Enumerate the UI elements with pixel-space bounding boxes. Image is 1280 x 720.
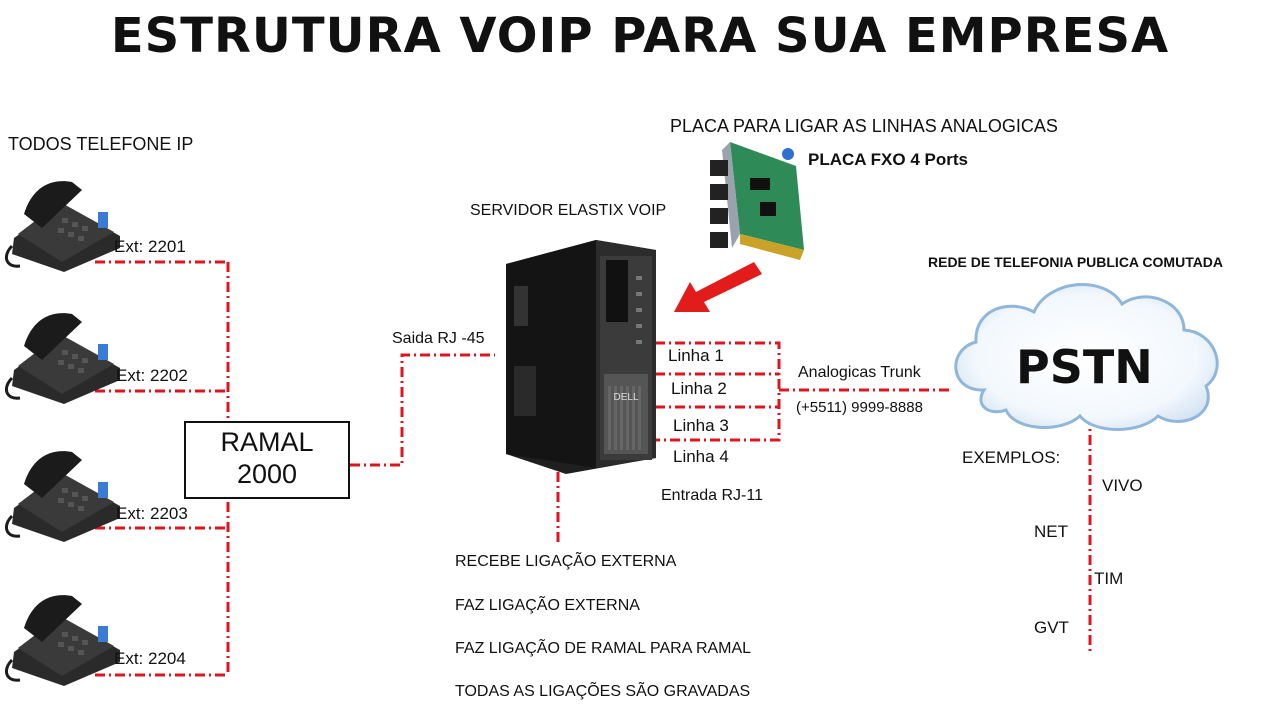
ip-phone-icon bbox=[4, 313, 120, 404]
line-label: Linha 2 bbox=[671, 379, 727, 398]
lines-box bbox=[655, 341, 781, 442]
rj45-label: Saida RJ -45 bbox=[392, 330, 485, 347]
extension-label: Ext: 2204 bbox=[114, 649, 186, 668]
ip-phone-icon bbox=[4, 181, 120, 272]
card-heading: PLACA PARA LIGAR AS LINHAS ANALOGICAS bbox=[670, 116, 1058, 136]
line-label: Linha 3 bbox=[673, 416, 729, 435]
carrier-label: VIVO bbox=[1102, 476, 1143, 495]
ramal-label: RAMAL bbox=[220, 427, 314, 457]
extension-label: Ext: 2203 bbox=[116, 504, 188, 523]
line-label: Linha 1 bbox=[668, 346, 724, 365]
link-ramal-server bbox=[350, 353, 495, 467]
server-tower-icon: DELL bbox=[506, 240, 656, 474]
phones-heading: TODOS TELEFONE IP bbox=[8, 134, 194, 154]
pstn-heading: REDE DE TELEFONIA PUBLICA COMUTADA bbox=[928, 254, 1224, 270]
feature-item: RECEBE LIGAÇÃO EXTERNA bbox=[455, 553, 677, 570]
server-label: SERVIDOR ELASTIX VOIP bbox=[470, 202, 667, 219]
ip-phone-icon bbox=[4, 595, 120, 686]
arrow-icon bbox=[674, 262, 762, 312]
ramal-number: 2000 bbox=[236, 459, 298, 489]
fxo-card-icon bbox=[710, 142, 804, 260]
server-brand: DELL bbox=[613, 392, 638, 403]
extension-label: Ext: 2202 bbox=[116, 366, 188, 385]
ip-phone-icon bbox=[4, 451, 120, 542]
carrier-label: NET bbox=[1034, 522, 1068, 541]
line-label: Linha 4 bbox=[673, 447, 729, 466]
extension-label: Ext: 2201 bbox=[114, 237, 186, 256]
pstn-cloud bbox=[954, 283, 1219, 431]
examples-label: EXEMPLOS: bbox=[962, 448, 1061, 467]
pstn-label: PSTN bbox=[1016, 340, 1153, 394]
rj11-label: Entrada RJ-11 bbox=[661, 487, 763, 504]
feature-item: FAZ LIGAÇÃO EXTERNA bbox=[455, 597, 640, 614]
carrier-label: GVT bbox=[1034, 618, 1069, 637]
card-name: PLACA FXO 4 Ports bbox=[808, 150, 968, 169]
trunk-label: Analogicas Trunk bbox=[798, 364, 921, 381]
ramal-box: RAMAL 2000 bbox=[184, 421, 350, 499]
trunk-number: (+5511) 9999-8888 bbox=[796, 399, 923, 416]
page-title: ESTRUTURA VOIP PARA SUA EMPRESA bbox=[110, 8, 1170, 64]
feature-item: TODAS AS LIGAÇÕES SÃO GRAVADAS bbox=[455, 683, 751, 700]
feature-item: FAZ LIGAÇÃO DE RAMAL PARA RAMAL bbox=[455, 640, 752, 657]
carrier-label: TIM bbox=[1094, 569, 1124, 588]
